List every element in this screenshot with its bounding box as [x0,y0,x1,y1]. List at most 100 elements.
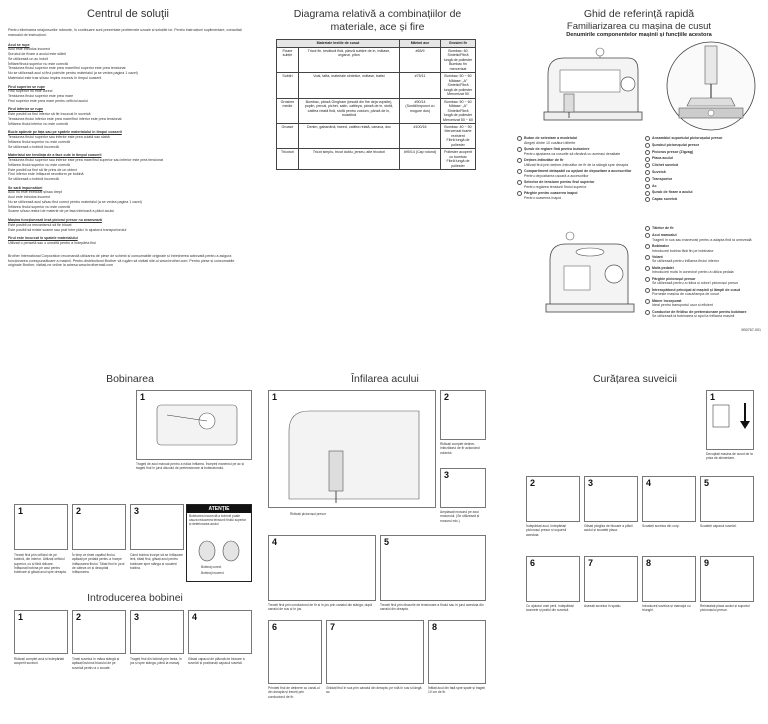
troubleshoot-line: Șurubul de fixare a acului este slăbit [8,52,66,57]
quick-guide-panel: Ghid de referință rapidă Familiarizarea … [515,8,763,338]
legend-right-label: Placa acului [652,156,673,161]
legend-right-label: Șurub de fixare a acului [652,190,693,195]
cleaning-caption-1: Decuplați mașina de cusut de la priza de… [706,452,753,461]
legend-left-label: Selector de tensiune pentru firul superi… [524,179,595,184]
threading-step-2: 2 [440,390,486,440]
legend-back-label: Conductor de fir/disc de pretensionare p… [652,309,747,314]
troubleshoot-line: Tensiunea firului superior sau inferior … [8,135,110,140]
callout-marker-icon [645,143,650,149]
chart-title: Diagrama relativă a combinațiilor de mat… [293,8,462,34]
legend-left-desc: Alegeți dintre 10 cusături diferite [524,140,576,145]
cleaning-step-7: 7 [584,556,638,602]
troubleshoot-line: Tensiunea firului superior este prea mar… [8,94,74,98]
legend-right-item: Placa acului [645,156,761,162]
attention-title: ATENȚIE [187,505,251,513]
insert-caption-4: Glisați capacul de plăcuță de blocare a … [188,657,245,666]
troubleshoot-section-title: Se sară împunsături [8,185,43,190]
guide-title: Ghid de referință rapidă [583,8,695,20]
troubleshoot-line: Este posibil ca firul inferior să fie în… [8,112,91,117]
table-header-material: Materiale textile de cusut [276,39,400,48]
callout-marker-icon [645,136,650,142]
needle-area-zoom-illustration [665,40,757,132]
troubleshoot-line: Este posibil ca firul să fie prins de un… [8,167,77,172]
legend-back-desc: Se utilizează la bobinarea și apoi la în… [652,314,735,319]
legend-back-desc: Introduceți bobina fără fin pe bobinator [652,248,714,253]
cleaning-step-5: 5 [700,476,754,522]
insert-step-4: 4 [188,610,252,654]
troubleshoot-line: Materialul este tras și/sau împins exces… [8,75,102,80]
troubleshoot-line: Înfilare/firului superior nu este corect… [8,61,68,66]
legend-right-item: Capac suveică [645,197,761,203]
bobbin-correct-label: Bobinaj corect [201,565,222,569]
troubleshoot-line: Firul superior nu este corect [8,89,53,94]
threading-caption-6: Prindeți firul de deținere cu canal-ul d… [268,686,320,699]
machine-back-illustration [540,226,640,316]
cleaning-caption-6: Cu ajutorul unei perii, îndepărtați scam… [526,604,574,613]
troubleshoot-line: Este posibil ca mecanismul să fie blocat [8,222,72,227]
cleaning-caption-2: Îndepărtați acul, îndepărtați piciorușul… [526,524,567,537]
bobbin-caption-3: Când bobina începe să se înfășoare lent,… [130,553,183,570]
threading-title: Înfilarea acului [351,373,419,385]
callout-marker-icon [645,149,650,155]
callout-marker-icon [645,266,650,271]
troubleshoot-section: Bucle apărute pe fața sau pe spatele mat… [8,130,248,149]
legend-back-label: Întrerupătorul principal al mașinii și l… [652,287,741,292]
threading-caption-1: Ridicați piciorușul presor [290,512,326,516]
troubleshoot-line: Se utilizează o bobină incorectă [8,177,59,182]
threading-caption-7: Ghidați firul în sus prin canalul din dr… [326,686,422,695]
guide-subtitle: Familiarizarea cu mașina de cusut [566,20,712,32]
table-cell: #90/14 (Cap rotund) [398,148,441,171]
threading-step-5: 5 [380,535,486,601]
table-cell: #100/16 [398,122,441,150]
threading-step-1: 1 [268,390,436,508]
troubleshoot-panel: Centrul de soluţii Pentru eliminarea nea… [8,8,248,338]
legend-back-label: Tăietor de fir [652,226,674,230]
table-cell: Bumbac: 50 ~ 60 Mătase: „A” Sintetic/Fib… [439,97,477,125]
troubleshoot-line: Se utilizează un ac îndoit [8,56,48,61]
troubleshoot-line: Înfilarea firului inferior nu este corec… [8,121,68,126]
troubleshoot-section-title: Firul este încurcat în spatele materialu… [8,236,78,241]
legend-back-desc: Se utilizează pentru înfilarea firului i… [652,259,719,264]
troubleshoot-line: Tensiunea firului superior este prea mar… [8,66,126,71]
troubleshoot-section: Mașina funcționează însă piciorul presor… [8,218,248,232]
legend-left-desc: Pentru ajustarea ca cusurile să rămână c… [524,151,621,156]
legend-right-item: Șurubul piciorușului presor [645,143,761,149]
troubleshoot-line: Tensiunea firului inferior este prea mar… [8,116,122,121]
callout-marker-icon [517,147,522,153]
callout-marker-icon [645,177,650,183]
cleaning-step-4: 4 [642,476,696,522]
table-cell: Tricot simplu, tricot dublu, jerseu, alt… [297,148,400,171]
troubleshoot-section: Materialul are tendința de a face cute î… [8,153,248,181]
legend-left-item: Compartiment detașabil cu opțiuni de dep… [517,169,635,178]
legend-back-desc: Ideal pentru transportul ușor și eficien… [652,303,713,308]
callout-marker-icon [645,183,650,189]
legend-back-label: Mâner încorporat [652,298,682,303]
legend-back-label: Mufa pedalei [652,265,674,270]
troubleshoot-section-title: Firul superior se rupe [8,84,45,89]
bobbin-step-2-1: 1 [14,504,68,550]
legend-right-item: Ac [645,184,761,189]
cleaning-caption-8: Introduceți suveica și marcajul cu triun… [642,604,691,613]
table-cell: Bumbac: 40 ~ 50 Mercerizat foarte rezist… [439,122,477,150]
troubleshoot-line: Acul nu este executat și/sau drept [8,190,62,195]
legend-right-item: Ansamblul suportului piciorușului presor [645,136,761,142]
legend-right-label: Clichet suveică [652,163,679,168]
legend-back-label: Pârghie piciorușul presor [652,276,696,281]
callout-marker-icon [517,191,522,197]
insert-caption-2: Țineți suveica în mâna stângă și apăsați… [72,657,120,670]
table-cell: Denim, gabardină, tweed, catifea reiată,… [297,122,400,150]
threading-step-4: 4 [268,535,376,601]
legend-right-item: Piciorus presor (Zigzag) [645,150,761,155]
legend-back-item: Tăietor de fir [645,226,761,232]
table-cell: Tricoturi [276,148,299,171]
callout-marker-icon [645,156,650,162]
